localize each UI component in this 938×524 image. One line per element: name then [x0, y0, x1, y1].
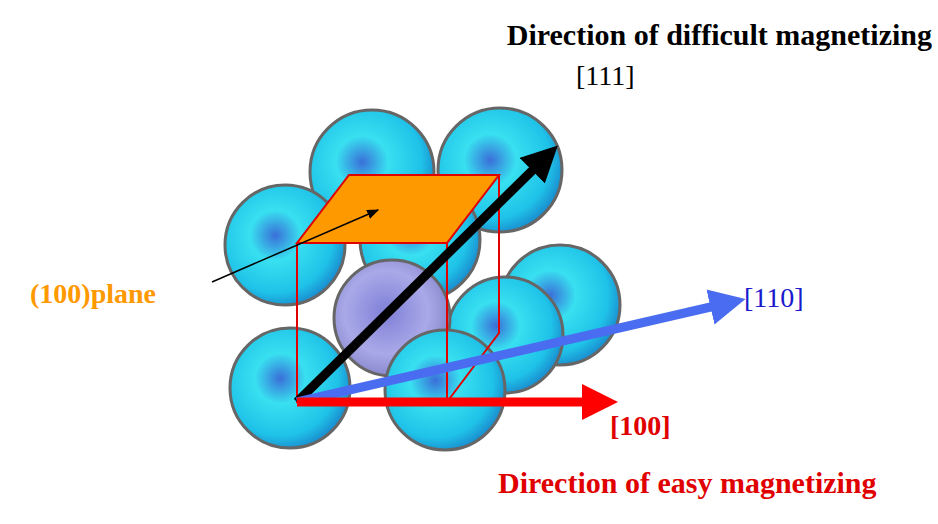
direction-arrow	[297, 398, 600, 407]
direction-label: [100]	[610, 410, 671, 442]
leader-line	[212, 210, 378, 282]
atom-spheres	[225, 108, 620, 450]
direction-arrow	[297, 303, 728, 402]
plane-label: (100)plane	[30, 278, 156, 310]
direction-arrow	[297, 158, 545, 402]
direction-label: [111]	[576, 60, 635, 92]
axis-label: Direction of easy magnetizing	[498, 466, 877, 501]
direction-label: [110]	[744, 282, 804, 314]
axis-label: Direction of difficult magnetizing	[507, 18, 932, 53]
